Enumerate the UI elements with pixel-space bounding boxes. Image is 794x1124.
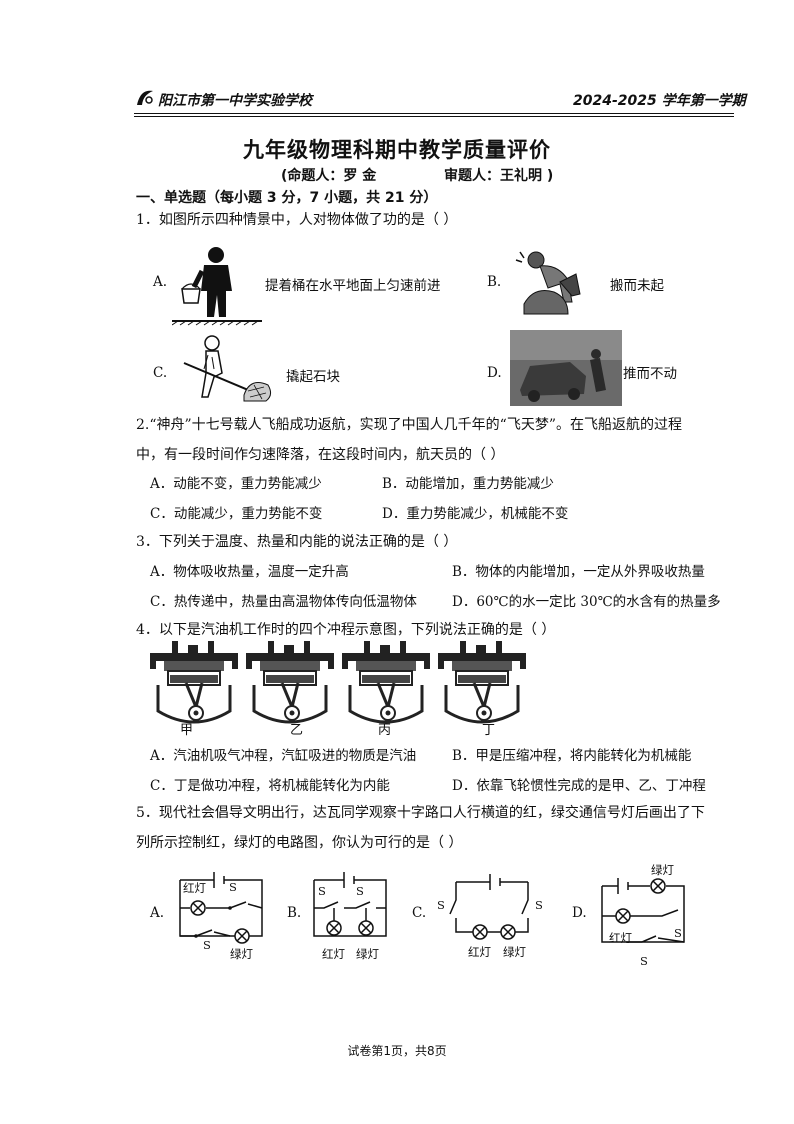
q2-stem-line2: 中，有一段时间作匀速降落，在这段时间内，航天员的（ ） (136, 447, 505, 463)
person-prying-rock-icon (183, 335, 272, 402)
person-pushing-car-photo (510, 330, 622, 406)
q4-option-c: C．丁是做功冲程，将机械能转化为内能 (150, 778, 390, 794)
q5-option-a-letter: A. (150, 905, 165, 921)
q3-stem: 3．下列关于温度、热量和内能的说法正确的是（ ） (136, 534, 458, 550)
engine-strokes-diagram (150, 641, 528, 724)
q1-option-c-caption: 撬起石块 (286, 369, 340, 385)
setter-label: (命题人：罗 金 (281, 168, 377, 184)
stroke-label-ding: 丁 (482, 723, 496, 738)
circuit-d-diagram (601, 878, 685, 943)
q2-option-d: D．重力势能减少，机械能不变 (382, 506, 569, 522)
circuit-c-s1-label: S (437, 898, 445, 912)
q2-option-b: B．动能增加，重力势能减少 (382, 476, 554, 492)
q2-option-c: C．动能减少，重力势能不变 (150, 506, 323, 522)
q5-stem-line1: 5．现代社会倡导文明出行，达瓦同学观察十字路口人行横道的红，绿交通信号灯后画出了… (136, 805, 705, 821)
q1-option-a-caption: 提着桶在水平地面上匀速前进 (265, 278, 441, 294)
school-name: 阳江市第一中学实验学校 (158, 93, 312, 109)
q5-option-d-letter: D. (572, 905, 587, 921)
circuit-a-s1-label: S (203, 938, 211, 952)
circuit-b-s2-label: S (356, 884, 364, 898)
circuit-a-diagram (179, 872, 263, 944)
q1-option-a-letter: A. (153, 274, 168, 290)
q4-option-a: A．汽油机吸气冲程，汽缸吸进的物质是汽油 (150, 748, 417, 764)
term-label: 2024-2025 学年第一学期 (573, 93, 746, 109)
q1-option-b-caption: 搬而未起 (610, 278, 664, 294)
q1-option-c-letter: C. (153, 365, 168, 381)
stroke-label-bing: 丙 (378, 723, 392, 738)
header-rule-thin (134, 116, 734, 117)
q3-option-a: A．物体吸收热量，温度一定升高 (150, 564, 349, 580)
q4-stem: 4．以下是汽油机工作时的四个冲程示意图，下列说法正确的是（ ） (136, 622, 556, 638)
circuit-c-diagram (449, 874, 529, 940)
stroke-label-jia: 甲 (180, 723, 194, 738)
school-logo-icon (137, 90, 153, 105)
page-title: 九年级物理科期中教学质量评价 (243, 138, 551, 162)
q3-option-b: B．物体的内能增加，一定从外界吸收热量 (452, 564, 705, 580)
circuit-a-s2-label: S (229, 880, 237, 894)
circuit-c-s2-label: S (535, 898, 543, 912)
circuit-d-s1-label: S (640, 954, 648, 968)
circuit-b-diagram (313, 872, 387, 937)
section-heading: 一、单选题（每小题 3 分，7 小题，共 21 分） (136, 190, 438, 206)
header-rule (134, 113, 734, 114)
circuit-a-red-label: 红灯 (183, 881, 206, 895)
circuit-a-green-label: 绿灯 (230, 947, 253, 961)
q4-option-d: D．依靠飞轮惯性完成的是甲、乙、丁冲程 (452, 778, 706, 794)
circuit-b-green-label: 绿灯 (356, 947, 379, 961)
q1-stem: 1．如图所示四种情景中，人对物体做了功的是（ ） (136, 212, 458, 228)
circuit-c-green-label: 绿灯 (503, 945, 526, 959)
reviewer-label: 审题人：王礼明 ) (444, 168, 554, 184)
q4-option-b: B．甲是压缩冲程，将内能转化为机械能 (452, 748, 692, 764)
page-footer: 试卷第1页，共8页 (347, 1044, 447, 1058)
person-lifting-stone-icon (515, 251, 581, 315)
circuit-b-red-label: 红灯 (322, 947, 345, 961)
q5-option-c-letter: C. (412, 905, 427, 921)
q2-stem-line1: 2.“神舟”十七号载人飞船成功返航，实现了中国人几千年的“飞天梦”。在飞船返航的… (136, 417, 682, 433)
person-carrying-bucket-icon (172, 247, 262, 326)
circuit-d-green-label: 绿灯 (651, 863, 674, 877)
q1-option-d-caption: 推而不动 (623, 366, 677, 382)
q5-option-b-letter: B. (287, 905, 302, 921)
circuit-d-red-label: 红灯 (609, 931, 632, 945)
q5-stem-line2: 列所示控制红，绿灯的电路图，你认为可行的是（ ） (136, 835, 463, 851)
q1-option-d-letter: D. (487, 365, 502, 381)
q3-option-d: D．60℃的水一定比 30℃的水含有的热量多 (452, 594, 721, 610)
q2-option-a: A．动能不变，重力势能减少 (150, 476, 322, 492)
circuit-b-s1-label: S (318, 884, 326, 898)
q3-option-c: C．热传递中，热量由高温物体传向低温物体 (150, 594, 417, 610)
stroke-label-yi: 乙 (290, 723, 304, 738)
circuit-d-s2-label: S (674, 926, 682, 940)
circuit-c-red-label: 红灯 (468, 945, 491, 959)
q1-option-b-letter: B. (487, 274, 502, 290)
